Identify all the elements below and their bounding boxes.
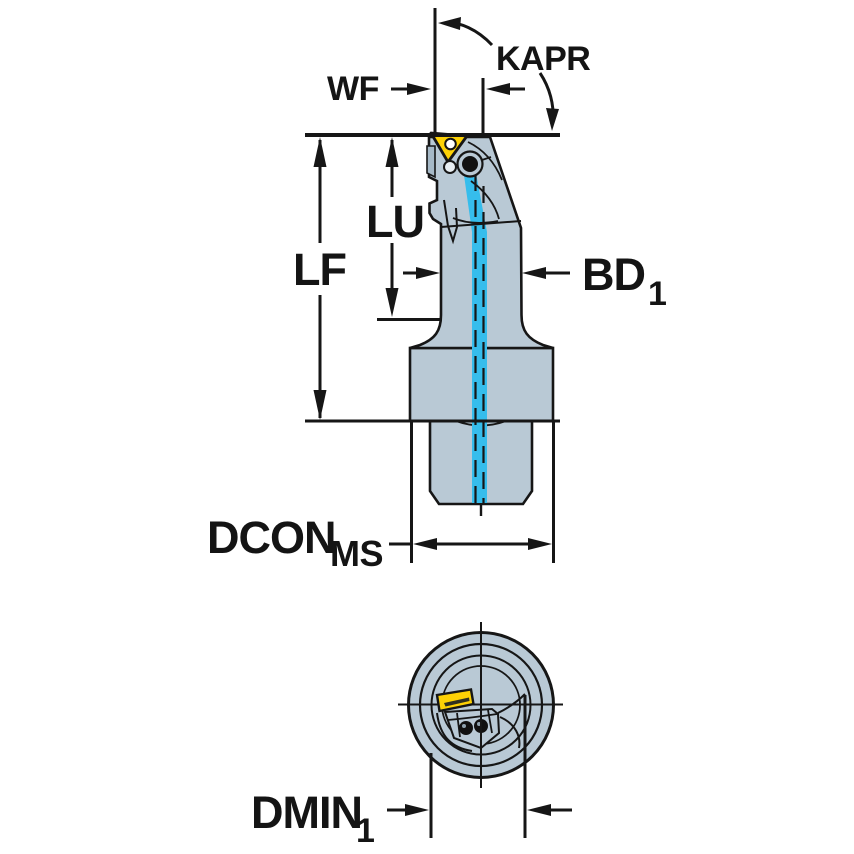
- label-dcon-base: DCON: [207, 512, 336, 563]
- clamp-hole: [443, 160, 457, 174]
- head-detail-lines: [440, 141, 522, 245]
- label-dcon-ms: DCON MS: [207, 512, 384, 574]
- label-dmin-base: DMIN: [251, 787, 362, 838]
- end-view-head: [436, 693, 526, 752]
- cutting-insert: [429, 131, 469, 174]
- side-view: KAPR WF LU LF BD 1 DCON MS: [207, 8, 667, 574]
- label-dcon-sub: MS: [330, 533, 383, 574]
- shim-edge: [426, 145, 436, 179]
- end-view-screw-1: [459, 721, 473, 735]
- label-kapr: KAPR: [496, 40, 590, 78]
- label-wf: WF: [327, 70, 379, 108]
- end-view: DMIN 1: [251, 622, 572, 850]
- label-lf: LF: [293, 244, 346, 295]
- label-dmin-sub: 1: [356, 812, 374, 850]
- dimension-graphics: [305, 8, 570, 563]
- dimension-bd1: [403, 267, 570, 279]
- label-bd1: BD 1: [582, 249, 667, 313]
- dimension-lf: [313, 137, 327, 420]
- insert-hole: [444, 137, 457, 151]
- dimension-dmin1: [387, 695, 572, 838]
- end-view-insert: [435, 688, 475, 713]
- label-bd-sub: 1: [648, 275, 666, 313]
- label-dmin1: DMIN 1: [251, 787, 375, 850]
- label-lu: LU: [366, 196, 424, 247]
- clamp-screw: [456, 150, 492, 178]
- dimension-dcon: [389, 421, 555, 563]
- label-bd-base: BD: [582, 249, 645, 300]
- dimension-lu: [377, 137, 441, 321]
- coolant-channel: [463, 168, 487, 516]
